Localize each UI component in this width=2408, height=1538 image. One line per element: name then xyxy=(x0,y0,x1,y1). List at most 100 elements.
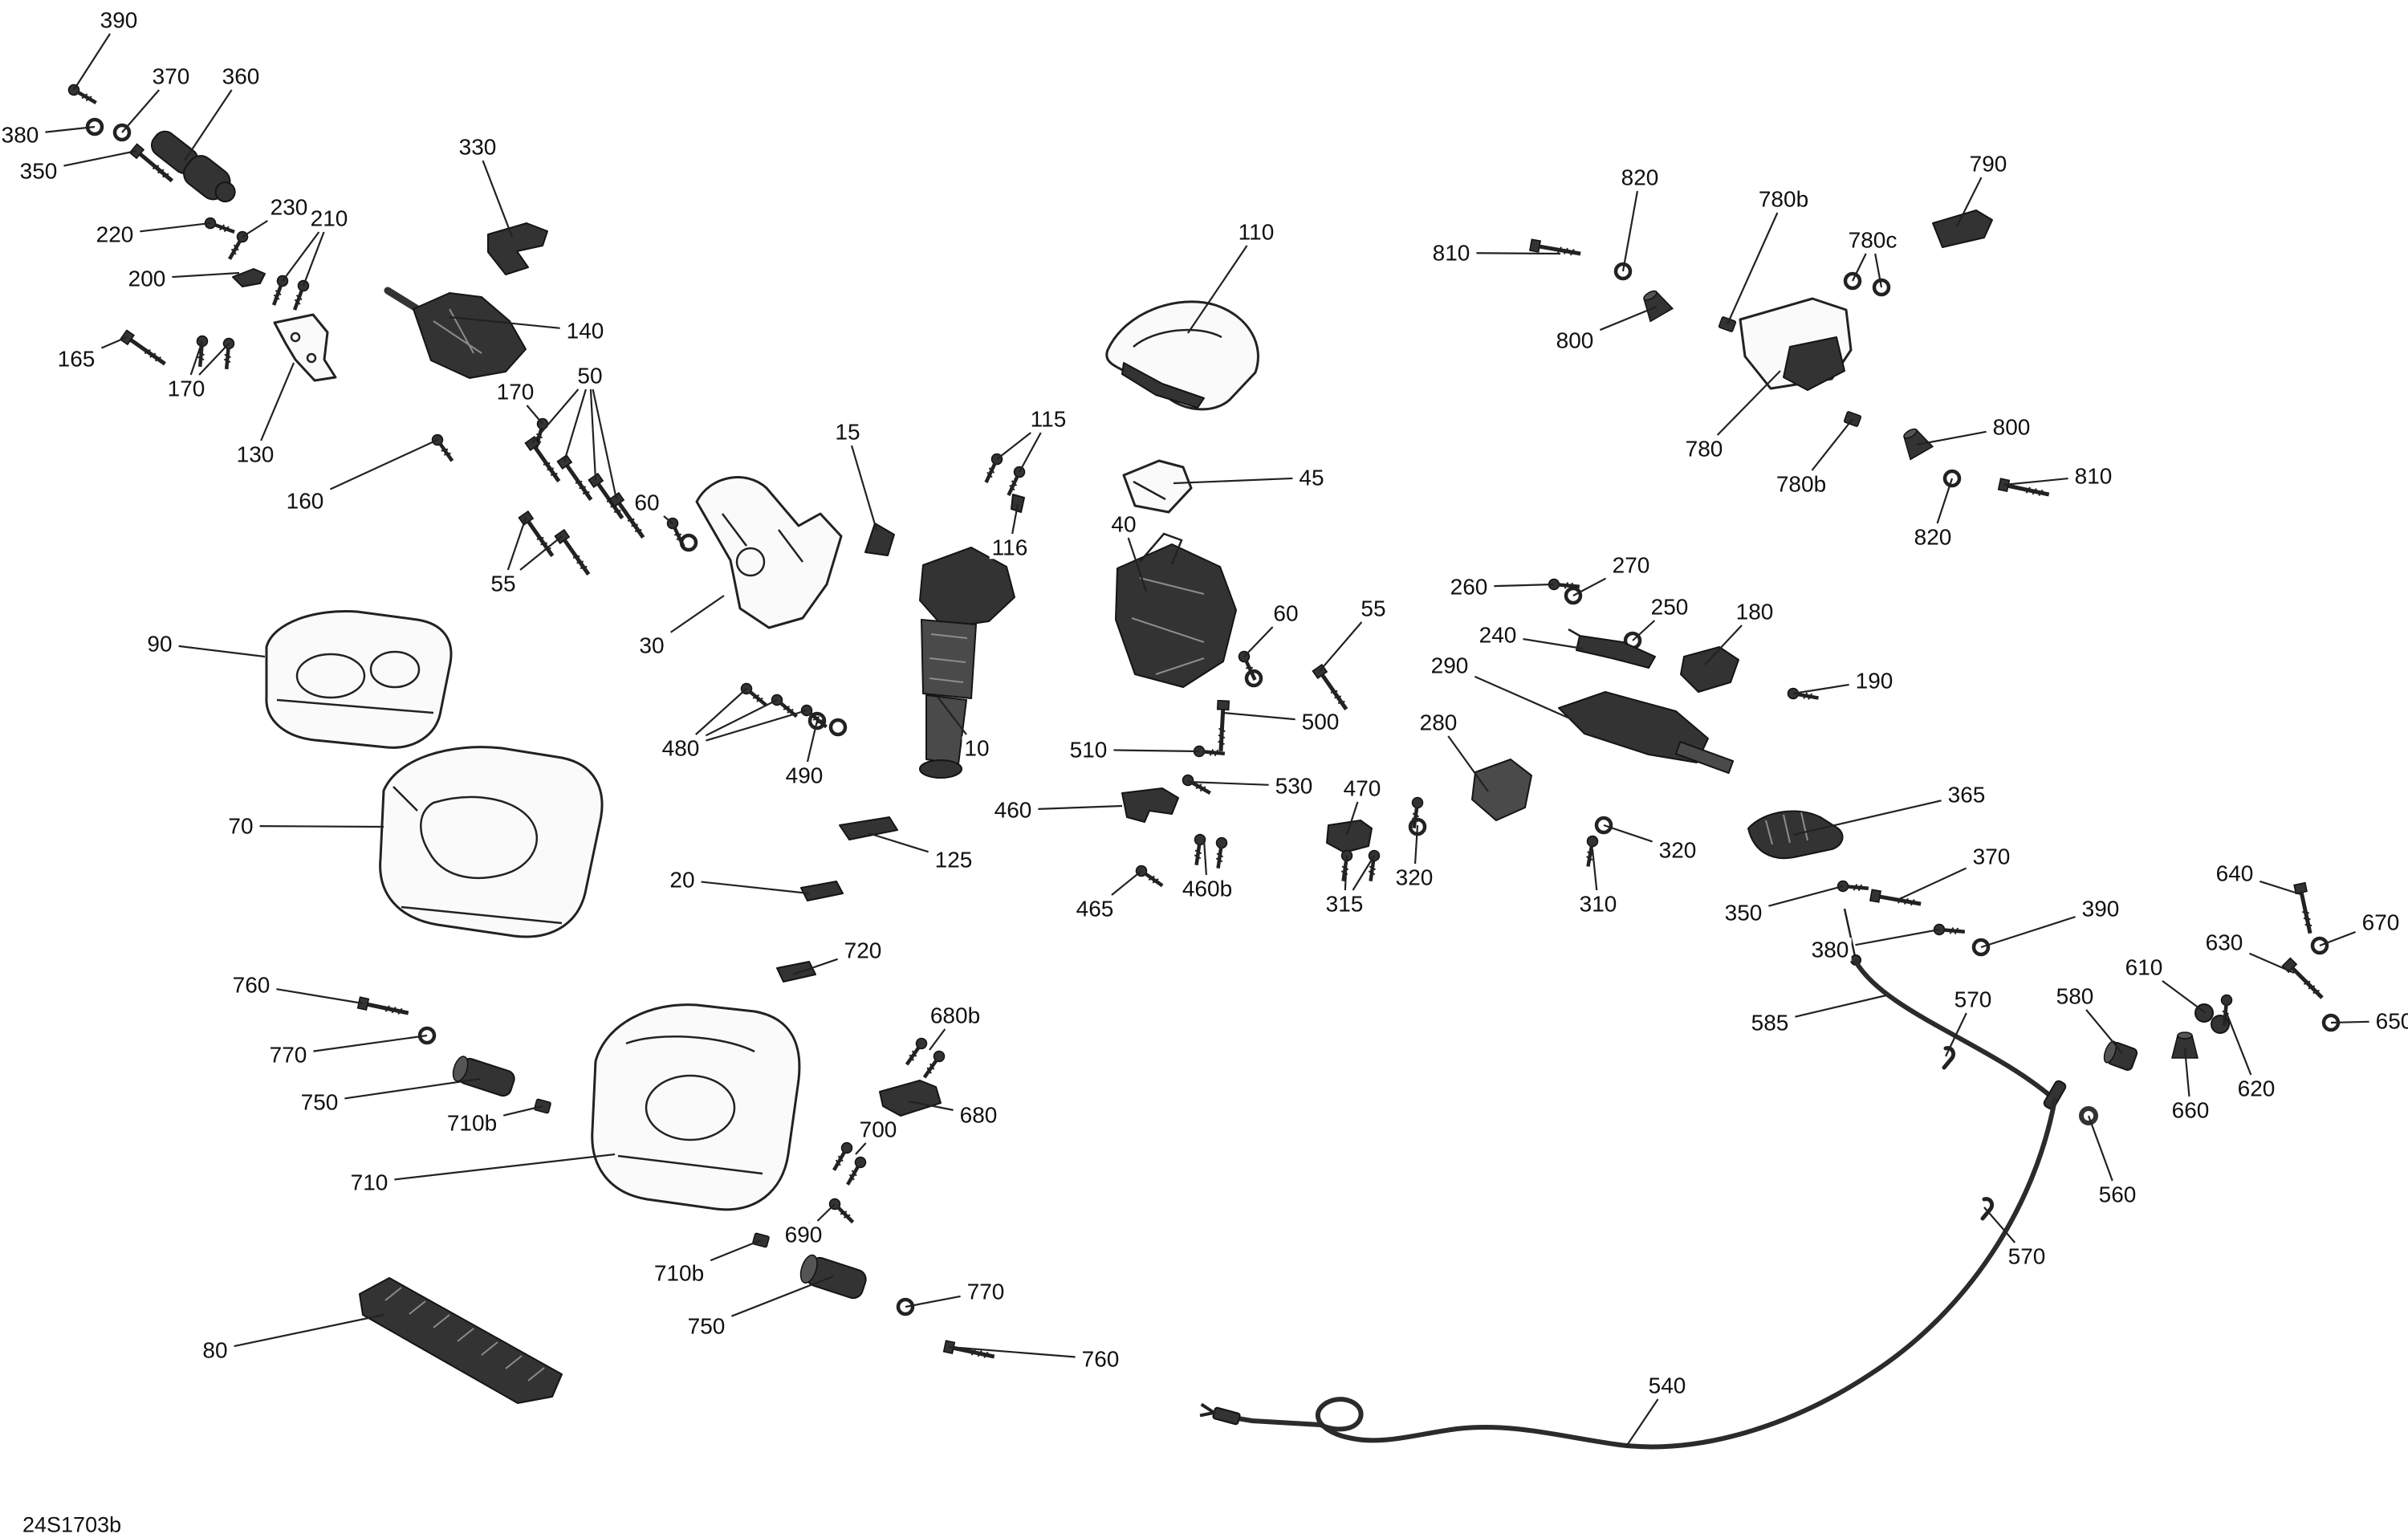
part-number-label: 320 xyxy=(1393,865,1436,889)
part-number-label: 690 xyxy=(782,1223,825,1247)
part-number-label: 190 xyxy=(1853,669,1896,693)
part-number-label: 810 xyxy=(1430,241,1473,265)
part-number-label: 115 xyxy=(1027,407,1069,431)
part-number-label: 780b xyxy=(1755,187,1812,211)
part-number-label: 45 xyxy=(1296,466,1327,490)
part-number-label: 10 xyxy=(962,736,992,760)
part-number-label: 760 xyxy=(230,973,273,997)
part-number-label: 165 xyxy=(55,347,98,371)
part-number-label: 80 xyxy=(200,1338,230,1362)
part-number-label: 170 xyxy=(165,376,208,401)
part-number-label: 585 xyxy=(1748,1011,1792,1035)
part-number-label: 390 xyxy=(2079,897,2122,921)
part-number-label: 790 xyxy=(1967,152,2010,176)
part-number-label: 650 xyxy=(2373,1009,2408,1033)
part-number-label: 130 xyxy=(234,442,277,466)
part-number-label: 670 xyxy=(2359,910,2402,934)
lower-steering-housing xyxy=(358,997,996,1362)
part-number-label: 820 xyxy=(1618,165,1662,189)
leader-lines xyxy=(45,33,2369,1447)
part-number-label: 315 xyxy=(1323,892,1366,916)
part-number-label: 680 xyxy=(957,1103,1000,1127)
part-number-label: 720 xyxy=(841,938,885,962)
part-number-label: 770 xyxy=(266,1043,310,1067)
lower-grip-strip xyxy=(359,1277,563,1404)
upper-steering-joint-parts xyxy=(67,83,548,382)
part-number-label: 20 xyxy=(667,868,698,892)
part-number-label: 15 xyxy=(832,420,863,444)
part-number-label: 760 xyxy=(1079,1347,1122,1371)
part-number-label: 460b xyxy=(1179,877,1235,901)
part-number-label: 55 xyxy=(1358,596,1389,620)
part-number-label: 470 xyxy=(1340,776,1384,800)
part-number-label: 770 xyxy=(964,1280,1007,1304)
part-number-label: 40 xyxy=(1108,512,1139,536)
part-number-label: 90 xyxy=(144,632,175,656)
part-number-label: 640 xyxy=(2213,861,2256,885)
diagram-code: 24S1703b xyxy=(22,1512,122,1537)
part-number-label: 180 xyxy=(1733,600,1776,624)
part-number-label: 170 xyxy=(494,380,537,404)
part-number-label: 220 xyxy=(93,222,136,246)
part-number-label: 570 xyxy=(1951,987,1995,1011)
part-number-label: 55 xyxy=(488,572,519,596)
part-number-label: 630 xyxy=(2203,930,2246,954)
part-number-label: 510 xyxy=(1067,738,1110,762)
part-number-label: 390 xyxy=(97,8,140,32)
part-number-label: 750 xyxy=(685,1314,728,1338)
part-number-label: 620 xyxy=(2235,1076,2278,1101)
part-number-label: 240 xyxy=(1476,623,1519,647)
part-number-label: 140 xyxy=(563,319,607,343)
part-number-label: 780c xyxy=(1845,228,1900,252)
part-number-label: 365 xyxy=(1945,783,1988,807)
part-number-label: 480 xyxy=(659,736,702,760)
part-number-label: 490 xyxy=(783,763,826,787)
part-number-label: 465 xyxy=(1073,897,1117,921)
part-number-label: 60 xyxy=(632,490,662,515)
part-number-label: 280 xyxy=(1417,710,1460,734)
part-number-label: 460 xyxy=(991,798,1035,822)
part-number-label: 780b xyxy=(1773,472,1829,496)
part-number-label: 250 xyxy=(1648,595,1691,619)
part-number-label: 370 xyxy=(1970,844,2013,869)
part-number-label: 560 xyxy=(2096,1182,2139,1206)
part-number-label: 500 xyxy=(1299,710,1342,734)
part-number-label: 660 xyxy=(2169,1098,2212,1122)
part-number-label: 540 xyxy=(1645,1373,1689,1398)
center-small-parts xyxy=(739,649,1425,983)
part-number-label: 230 xyxy=(267,195,311,219)
part-number-label: 160 xyxy=(283,489,327,513)
handlebar-riser-cover xyxy=(1105,300,1259,411)
part-number-label: 310 xyxy=(1576,892,1620,916)
part-number-label: 610 xyxy=(2122,955,2166,979)
part-number-label: 110 xyxy=(1235,220,1277,244)
part-number-label: 270 xyxy=(1609,553,1653,577)
part-number-label: 330 xyxy=(456,135,499,159)
part-number-label: 370 xyxy=(149,64,193,88)
part-number-label: 210 xyxy=(307,206,351,230)
part-number-label: 530 xyxy=(1272,774,1316,798)
part-number-label: 50 xyxy=(575,364,605,388)
part-number-label: 290 xyxy=(1428,653,1471,677)
part-number-label: 800 xyxy=(1553,328,1597,352)
part-number-label: 360 xyxy=(219,64,262,88)
part-number-label: 570 xyxy=(2005,1244,2048,1268)
part-number-label: 700 xyxy=(856,1117,900,1141)
part-number-label: 125 xyxy=(932,848,975,872)
part-number-label: 200 xyxy=(125,267,169,291)
top-right-panel-cluster xyxy=(1530,210,2050,500)
part-number-label: 710b xyxy=(444,1111,500,1135)
console-pod-panel xyxy=(265,609,453,749)
right-steering-stem-cluster xyxy=(1471,579,1988,954)
part-number-label: 750 xyxy=(298,1090,341,1114)
part-number-label: 70 xyxy=(226,814,256,838)
upper-support-bracket xyxy=(695,452,1027,629)
part-number-label: 116 xyxy=(989,535,1031,559)
part-number-label: 810 xyxy=(2072,464,2115,488)
part-number-label: 320 xyxy=(1656,838,1699,862)
part-number-label: 780 xyxy=(1682,437,1726,461)
part-number-label: 710 xyxy=(348,1170,391,1194)
part-number-label: 710b xyxy=(651,1261,707,1285)
